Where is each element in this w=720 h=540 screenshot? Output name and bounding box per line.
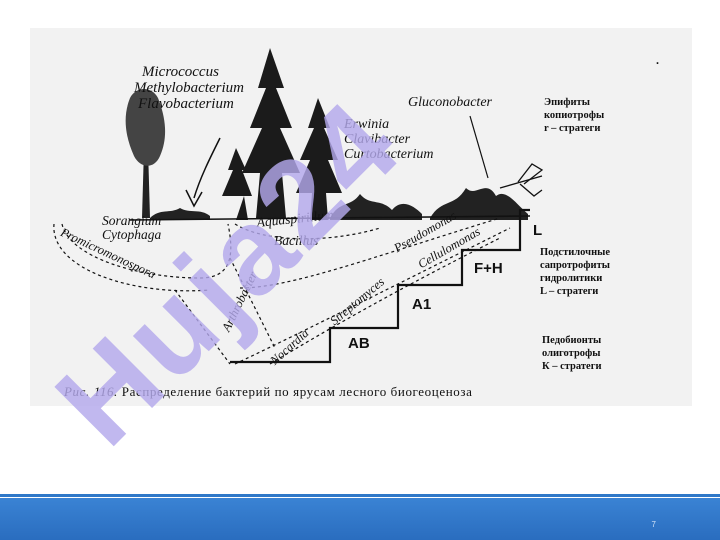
label-erwinia: Erwinia — [344, 117, 390, 132]
label-micrococcus: Micrococcus — [142, 64, 219, 80]
label-curtobacterium: Curtobacterium — [344, 147, 434, 162]
footer-bar — [0, 498, 720, 540]
footer-divider — [0, 494, 720, 497]
horizon-l: L — [533, 222, 543, 239]
horizon-ab: AB — [348, 335, 370, 352]
figure-forest-bacteria: Micrococcus Methylobacterium Flavobacter… — [30, 28, 692, 406]
conifer-trees-icon — [222, 48, 342, 220]
caption-text: Распределение бактерий по ярусам лесного… — [121, 384, 473, 399]
insect-icon — [499, 163, 544, 197]
horizon-f-h: F+H — [474, 260, 503, 277]
label-bacillus: Bacillus — [274, 233, 319, 248]
ground-line — [129, 215, 531, 221]
label-flavobacterium: Flavobacterium — [138, 96, 234, 112]
group-litter: Подстилочные сапротрофиты гидролитики L … — [540, 247, 610, 298]
page-number: 7 — [651, 520, 656, 529]
forest-illustration — [53, 48, 544, 365]
curved-arrow-icon — [193, 137, 221, 199]
gluconobacter-pointer — [469, 115, 489, 179]
undergrowth-icon — [150, 188, 528, 220]
caption-prefix: Рис. 116. — [64, 384, 118, 399]
group-pedobionts: Педобионты олиготрофы К – стратеги — [542, 335, 602, 373]
figure-caption: Рис. 116. Распределение бактерий по ярус… — [64, 384, 472, 400]
horizon-a1: A1 — [412, 296, 432, 313]
label-clavibacter: Clavibacter — [344, 132, 411, 147]
label-gluconobacter: Gluconobacter — [408, 95, 492, 110]
dashed-zones — [53, 217, 511, 365]
corner-mark: . — [656, 53, 659, 67]
tree-left-icon — [125, 89, 166, 218]
label-methylobacterium: Methylobacterium — [134, 80, 244, 96]
label-sorangium: Sorangium — [102, 213, 162, 228]
group-epiphytes: Эпифиты копиотрофы r – стратеги — [544, 97, 605, 135]
label-cytophaga: Cytophaga — [102, 227, 162, 242]
horizon-staircase — [230, 208, 530, 364]
